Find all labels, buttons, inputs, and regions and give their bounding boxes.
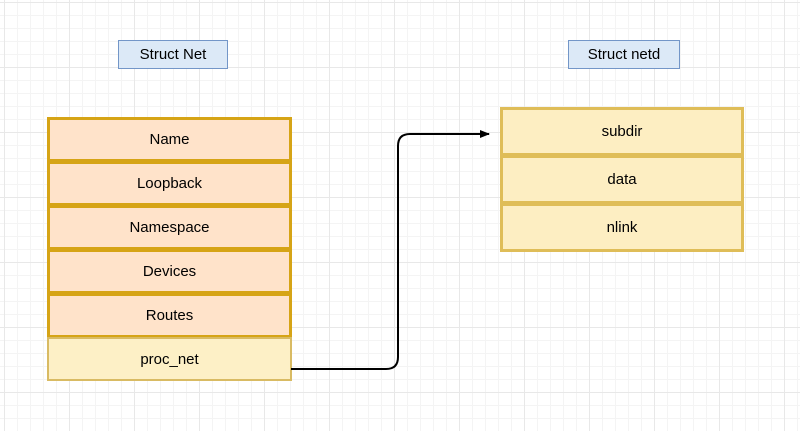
struct-net-title-label: Struct Net — [118, 40, 228, 69]
struct-net-field-namespace[interactable]: Namespace — [47, 205, 292, 250]
struct-netd-field-data[interactable]: data — [500, 155, 744, 204]
struct-net-field-name[interactable]: Name — [47, 117, 292, 162]
struct-netd-field-nlink[interactable]: nlink — [500, 203, 744, 252]
struct-net-field-routes[interactable]: Routes — [47, 293, 292, 338]
struct-net-field-loopback[interactable]: Loopback — [47, 161, 292, 206]
struct-netd-field-subdir[interactable]: subdir — [500, 107, 744, 156]
struct-net-field-proc-net[interactable]: proc_net — [47, 337, 292, 381]
struct-netd-table: subdir data nlink — [500, 107, 744, 252]
struct-net-field-devices[interactable]: Devices — [47, 249, 292, 294]
connector-path — [291, 130, 490, 370]
struct-net-table: Name Loopback Namespace Devices Routes p… — [47, 117, 292, 381]
struct-netd-title-label: Struct netd — [568, 40, 680, 69]
